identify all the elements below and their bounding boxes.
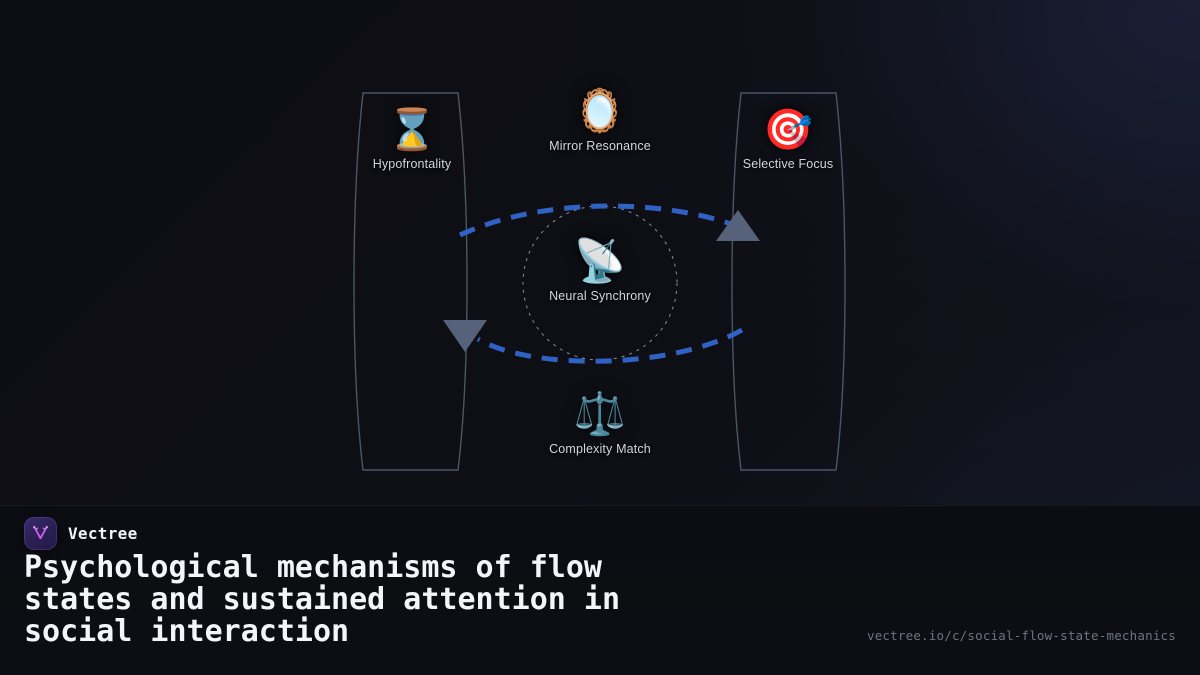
flow-arc-top-path — [458, 203, 738, 238]
hourglass-icon: ⌛ — [387, 107, 437, 153]
brand-name: Vectree — [68, 524, 138, 543]
node-neural-synchrony[interactable]: 📡 Neural Synchrony — [500, 236, 700, 304]
right-lens-outline — [731, 92, 846, 471]
diagram-canvas — [353, 92, 846, 471]
node-neural-synchrony-label: Neural Synchrony — [549, 289, 651, 303]
page-title: Psychological mechanisms of flow states … — [24, 550, 621, 649]
node-complexity-match-label: Complexity Match — [549, 442, 651, 456]
target-dart-icon: 🎯 — [763, 107, 813, 153]
node-hypofrontality-label: Hypofrontality — [372, 157, 452, 171]
left-lens-outline — [353, 92, 468, 471]
brand: Vectree — [24, 517, 138, 550]
flow-arrowhead-right — [716, 210, 760, 241]
vectree-logo-icon — [24, 517, 57, 550]
footer: Vectree Psychological mechanisms of flow… — [0, 505, 1200, 675]
flow-arrowhead-left — [443, 320, 487, 352]
flow-arc-bottom — [443, 320, 744, 364]
node-selective-focus[interactable]: 🎯 Selective Focus — [688, 110, 888, 171]
balance-scale-icon: ⚖️ — [573, 389, 627, 438]
node-hypofrontality[interactable]: ⌛ Hypofrontality — [312, 110, 512, 171]
node-mirror-resonance[interactable]: 🪞 Mirror Resonance — [500, 86, 700, 154]
node-selective-focus-label: Selective Focus — [742, 157, 834, 171]
right-lens — [731, 92, 846, 471]
mirror-icon: 🪞 — [573, 86, 627, 135]
flow-arc-bottom-path — [476, 327, 744, 364]
node-mirror-resonance-label: Mirror Resonance — [549, 139, 651, 153]
node-complexity-match[interactable]: ⚖️ Complexity Match — [500, 389, 700, 457]
footer-url: vectree.io/c/social-flow-state-mechanics — [866, 628, 1176, 643]
flow-arc-top — [458, 203, 760, 241]
vectree-logo-glyph — [33, 526, 48, 540]
left-lens — [353, 92, 468, 471]
satellite-dish-icon: 📡 — [573, 236, 627, 285]
